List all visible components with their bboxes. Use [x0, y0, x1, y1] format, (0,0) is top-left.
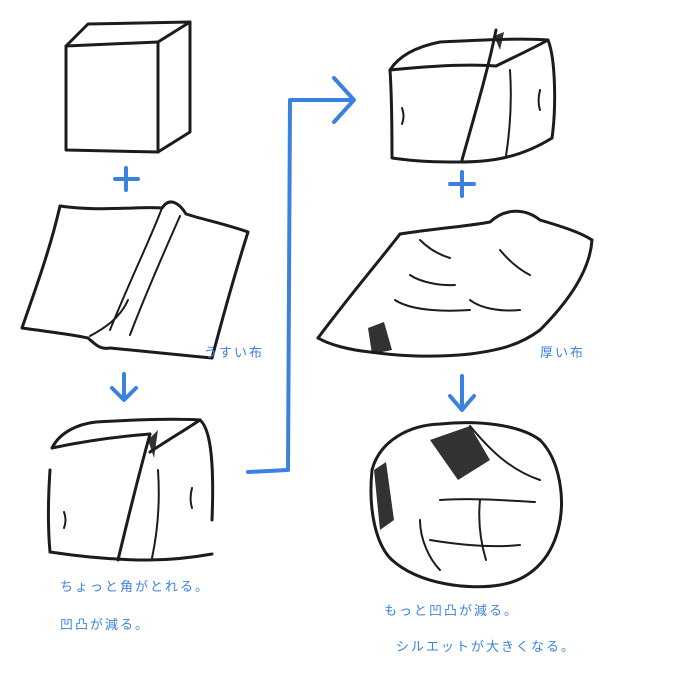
- left-result-line-1: ちょっと角がとれる。: [60, 580, 211, 595]
- thin-cloth-drawing: [20, 200, 250, 360]
- thick-cloth-label: 厚い布: [540, 346, 586, 361]
- arrow-down-icon-left: [110, 372, 138, 402]
- connector-arrow-icon: [246, 76, 356, 474]
- plus-icon-left: [113, 166, 140, 192]
- thick-cloth-drawing: [316, 209, 594, 358]
- right-draped-cube: [369, 421, 563, 589]
- left-draped-cube: [47, 417, 215, 562]
- right-result-line-1: もっと凹凸が減る。: [384, 604, 520, 619]
- right-result-line-2: シルエットが大きくなる。: [396, 640, 577, 655]
- thin-cloth-label: うすい布: [204, 346, 265, 361]
- left-cube: [64, 20, 192, 154]
- left-result-line-2: 凹凸が減る。: [60, 618, 151, 633]
- right-cube: [388, 28, 557, 164]
- plus-icon-right: [448, 170, 476, 198]
- arrow-down-icon-right: [448, 374, 476, 412]
